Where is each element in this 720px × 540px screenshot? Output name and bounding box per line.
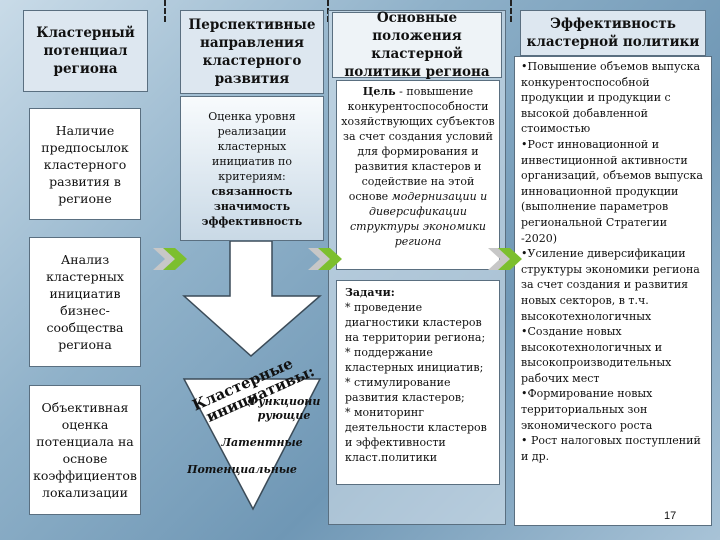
objective-assessment-text: Объективная оценка потенциала на основе …: [33, 400, 137, 500]
prerequisites-box: Наличие предпосылок кластерного развития…: [29, 108, 141, 220]
objective-assessment-box: Объективная оценка потенциала на основе …: [29, 385, 141, 515]
efficiency-title-box: Эффективность кластерной политики: [520, 10, 706, 56]
page-number: 17: [664, 510, 677, 522]
goal-italic: модернизации и диверсификации структуры …: [350, 190, 488, 248]
task-item: * мониторинг деятельности кластеров и эф…: [345, 406, 487, 464]
efficiency-list-box: •Повышение объемов выпуска конкурентоспо…: [514, 56, 712, 526]
type-latent-text: Латентные: [221, 436, 303, 449]
goal-text: - повышение конкурентоспособности хозяйс…: [341, 85, 495, 203]
type-potential: Потенциальные: [186, 462, 298, 477]
goal-box: Цель - повышение конкурентоспособности х…: [336, 80, 500, 270]
task-item: * поддержание кластерных инициатив;: [345, 346, 484, 374]
divider-dash: [164, 0, 166, 22]
efficiency-title: Эффективность кластерной политики: [526, 16, 700, 50]
prerequisites-text: Наличие предпосылок кластерного развития…: [41, 122, 129, 206]
goal-label: Цель: [362, 85, 396, 98]
efficiency-item: •Создание новых высокотехнологичных и вы…: [521, 325, 672, 385]
type-functioning-text: Функциони рующие: [247, 395, 321, 422]
chevron-arrow-icon: [488, 248, 522, 270]
efficiency-item: •Формирование новых территориальных зон …: [521, 387, 653, 432]
criteria-line: кластерных: [217, 139, 287, 153]
criterion-connectivity: связанность: [211, 184, 293, 198]
chevron-arrow-icon: [153, 248, 187, 270]
policy-title: Основные положения кластерной политики р…: [344, 10, 490, 80]
criterion-efficiency: эффективность: [201, 214, 303, 228]
directions-title-box: Перспективные направления кластерного ра…: [180, 10, 324, 94]
criteria-line: Оценка уровня: [208, 109, 296, 123]
tasks-box: Задачи: * проведение диагностики кластер…: [336, 280, 500, 485]
initiatives-analysis-text: Анализ кластерных инициатив бизнес-сообщ…: [46, 252, 124, 352]
criteria-line: реализации: [217, 124, 287, 138]
efficiency-item: •Усиление диверсификации структуры эконо…: [521, 247, 700, 323]
type-latent: Латентные: [212, 435, 312, 450]
criterion-significance: значимость: [213, 199, 291, 213]
type-functioning: Функциони рующие: [244, 395, 324, 423]
efficiency-item: •Повышение объемов выпуска конкурентоспо…: [521, 60, 701, 136]
directions-title: Перспективные направления кластерного ра…: [188, 17, 316, 87]
divider-dash: [510, 0, 512, 22]
policy-title-box: Основные положения кластерной политики р…: [332, 10, 502, 80]
type-potential-text: Потенциальные: [187, 463, 297, 476]
chevron-arrow-icon: [308, 248, 342, 270]
task-item: * проведение диагностики кластеров на те…: [345, 301, 486, 344]
efficiency-item: • Рост налоговых поступлений и др.: [521, 434, 701, 463]
efficiency-item: •Рост инновационной и инвестиционной акт…: [521, 137, 703, 245]
potential-title-box: Кластерный потенциал региона: [23, 10, 148, 92]
tasks-label: Задачи:: [345, 286, 395, 299]
task-item: * стимулирование развития кластеров;: [345, 376, 465, 404]
criteria-line: инициатив по: [211, 154, 293, 168]
funnel-triangle: [182, 241, 323, 511]
criteria-box: Оценка уровня реализации кластерных иниц…: [180, 96, 324, 241]
potential-title: Кластерный потенциал региона: [36, 25, 135, 77]
criteria-line: критериям:: [218, 169, 286, 183]
initiatives-analysis-box: Анализ кластерных инициатив бизнес-сообщ…: [29, 237, 141, 367]
